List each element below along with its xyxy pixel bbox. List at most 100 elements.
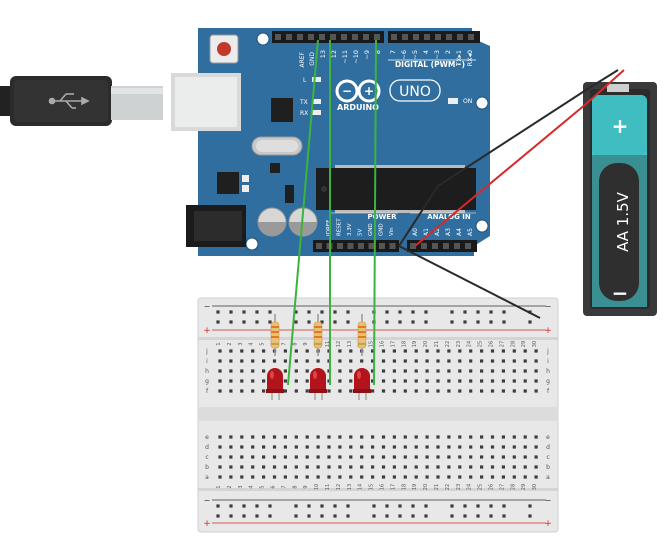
breadboard-hole[interactable]	[371, 369, 375, 373]
breadboard-hole[interactable]	[316, 465, 320, 469]
breadboard-hole[interactable]	[490, 465, 495, 469]
breadboard-hole[interactable]	[398, 310, 402, 314]
breadboard-hole[interactable]	[216, 514, 220, 518]
breadboard-hole[interactable]	[338, 475, 342, 479]
breadboard-hole[interactable]	[218, 359, 222, 363]
breadboard-hole[interactable]	[294, 504, 298, 508]
breadboard-hole[interactable]	[385, 320, 389, 324]
header-pin[interactable]	[330, 34, 336, 40]
breadboard-hole[interactable]	[523, 475, 527, 479]
breadboard-hole[interactable]	[450, 514, 454, 518]
breadboard-hole[interactable]	[534, 369, 538, 373]
breadboard-hole[interactable]	[262, 369, 266, 373]
breadboard-hole[interactable]	[371, 359, 375, 363]
header-pin[interactable]	[402, 34, 408, 40]
breadboard-hole[interactable]	[346, 514, 350, 518]
breadboard-hole[interactable]	[403, 455, 407, 459]
breadboard-hole[interactable]	[450, 504, 454, 508]
breadboard-hole[interactable]	[381, 455, 386, 459]
breadboard-hole[interactable]	[338, 389, 342, 393]
breadboard-hole[interactable]	[349, 435, 353, 439]
breadboard-hole[interactable]	[338, 369, 342, 373]
header-pin[interactable]	[446, 34, 452, 40]
breadboard-hole[interactable]	[305, 465, 309, 469]
breadboard-hole[interactable]	[229, 320, 233, 324]
breadboard-hole[interactable]	[523, 455, 527, 459]
breadboard-hole[interactable]	[320, 504, 324, 508]
breadboard-hole[interactable]	[349, 359, 353, 363]
breadboard-hole[interactable]	[458, 359, 462, 363]
breadboard-hole[interactable]	[283, 455, 287, 459]
breadboard-hole[interactable]	[469, 389, 473, 393]
breadboard-hole[interactable]	[512, 455, 516, 459]
breadboard-hole[interactable]	[512, 389, 516, 393]
breadboard-hole[interactable]	[316, 475, 320, 479]
breadboard-hole[interactable]	[371, 445, 375, 449]
breadboard-hole[interactable]	[425, 379, 429, 383]
breadboard-hole[interactable]	[272, 465, 277, 469]
breadboard-hole[interactable]	[403, 445, 407, 449]
breadboard-hole[interactable]	[403, 379, 407, 383]
breadboard-hole[interactable]	[501, 435, 505, 439]
breadboard-hole[interactable]	[371, 475, 375, 479]
breadboard-hole[interactable]	[447, 475, 451, 479]
breadboard-hole[interactable]	[240, 465, 244, 469]
breadboard-hole[interactable]	[403, 435, 407, 439]
breadboard-hole[interactable]	[381, 379, 386, 383]
breadboard-hole[interactable]	[371, 435, 375, 439]
breadboard-hole[interactable]	[294, 359, 298, 363]
breadboard-hole[interactable]	[476, 310, 480, 314]
breadboard-hole[interactable]	[489, 310, 493, 314]
breadboard-hole[interactable]	[463, 514, 467, 518]
header-pin[interactable]	[410, 243, 416, 249]
breadboard-hole[interactable]	[305, 455, 309, 459]
breadboard-hole[interactable]	[381, 435, 386, 439]
breadboard-hole[interactable]	[320, 320, 324, 324]
breadboard-hole[interactable]	[371, 349, 375, 353]
header-pin[interactable]	[421, 243, 427, 249]
breadboard-hole[interactable]	[398, 514, 402, 518]
breadboard-hole[interactable]	[480, 455, 484, 459]
breadboard-hole[interactable]	[294, 310, 298, 314]
resistor[interactable]	[313, 314, 323, 356]
breadboard-hole[interactable]	[307, 320, 311, 324]
breadboard-hole[interactable]	[512, 379, 516, 383]
breadboard-hole[interactable]	[501, 475, 505, 479]
breadboard-hole[interactable]	[392, 465, 396, 469]
breadboard-hole[interactable]	[251, 455, 255, 459]
breadboard-hole[interactable]	[447, 445, 451, 449]
breadboard-hole[interactable]	[436, 455, 440, 459]
breadboard-hole[interactable]	[333, 514, 337, 518]
resistor[interactable]	[270, 314, 280, 356]
breadboard-hole[interactable]	[458, 465, 462, 469]
breadboard-hole[interactable]	[458, 455, 462, 459]
breadboard-hole[interactable]	[251, 435, 255, 439]
header-pin[interactable]	[368, 243, 375, 249]
breadboard-hole[interactable]	[268, 514, 272, 518]
breadboard-hole[interactable]	[216, 310, 220, 314]
breadboard-hole[interactable]	[534, 349, 538, 353]
breadboard-hole[interactable]	[272, 435, 277, 439]
breadboard-hole[interactable]	[501, 465, 505, 469]
breadboard-hole[interactable]	[447, 379, 451, 383]
breadboard-hole[interactable]	[240, 445, 244, 449]
header-pin[interactable]	[432, 243, 438, 249]
breadboard-hole[interactable]	[307, 504, 311, 508]
breadboard-hole[interactable]	[294, 514, 298, 518]
breadboard-hole[interactable]	[381, 389, 386, 393]
breadboard-hole[interactable]	[458, 369, 462, 373]
breadboard-hole[interactable]	[305, 379, 309, 383]
breadboard-hole[interactable]	[305, 349, 309, 353]
breadboard-hole[interactable]	[349, 369, 353, 373]
breadboard-hole[interactable]	[216, 320, 220, 324]
power-jack[interactable]	[186, 205, 246, 247]
breadboard-hole[interactable]	[262, 359, 266, 363]
breadboard-hole[interactable]	[425, 445, 429, 449]
breadboard-hole[interactable]	[458, 349, 462, 353]
breadboard-hole[interactable]	[316, 359, 320, 363]
wires[interactable]	[287, 39, 625, 386]
power-analog-header[interactable]	[313, 240, 477, 252]
breadboard-hole[interactable]	[523, 389, 527, 393]
breadboard-hole[interactable]	[372, 514, 376, 518]
header-pin[interactable]	[389, 243, 396, 249]
